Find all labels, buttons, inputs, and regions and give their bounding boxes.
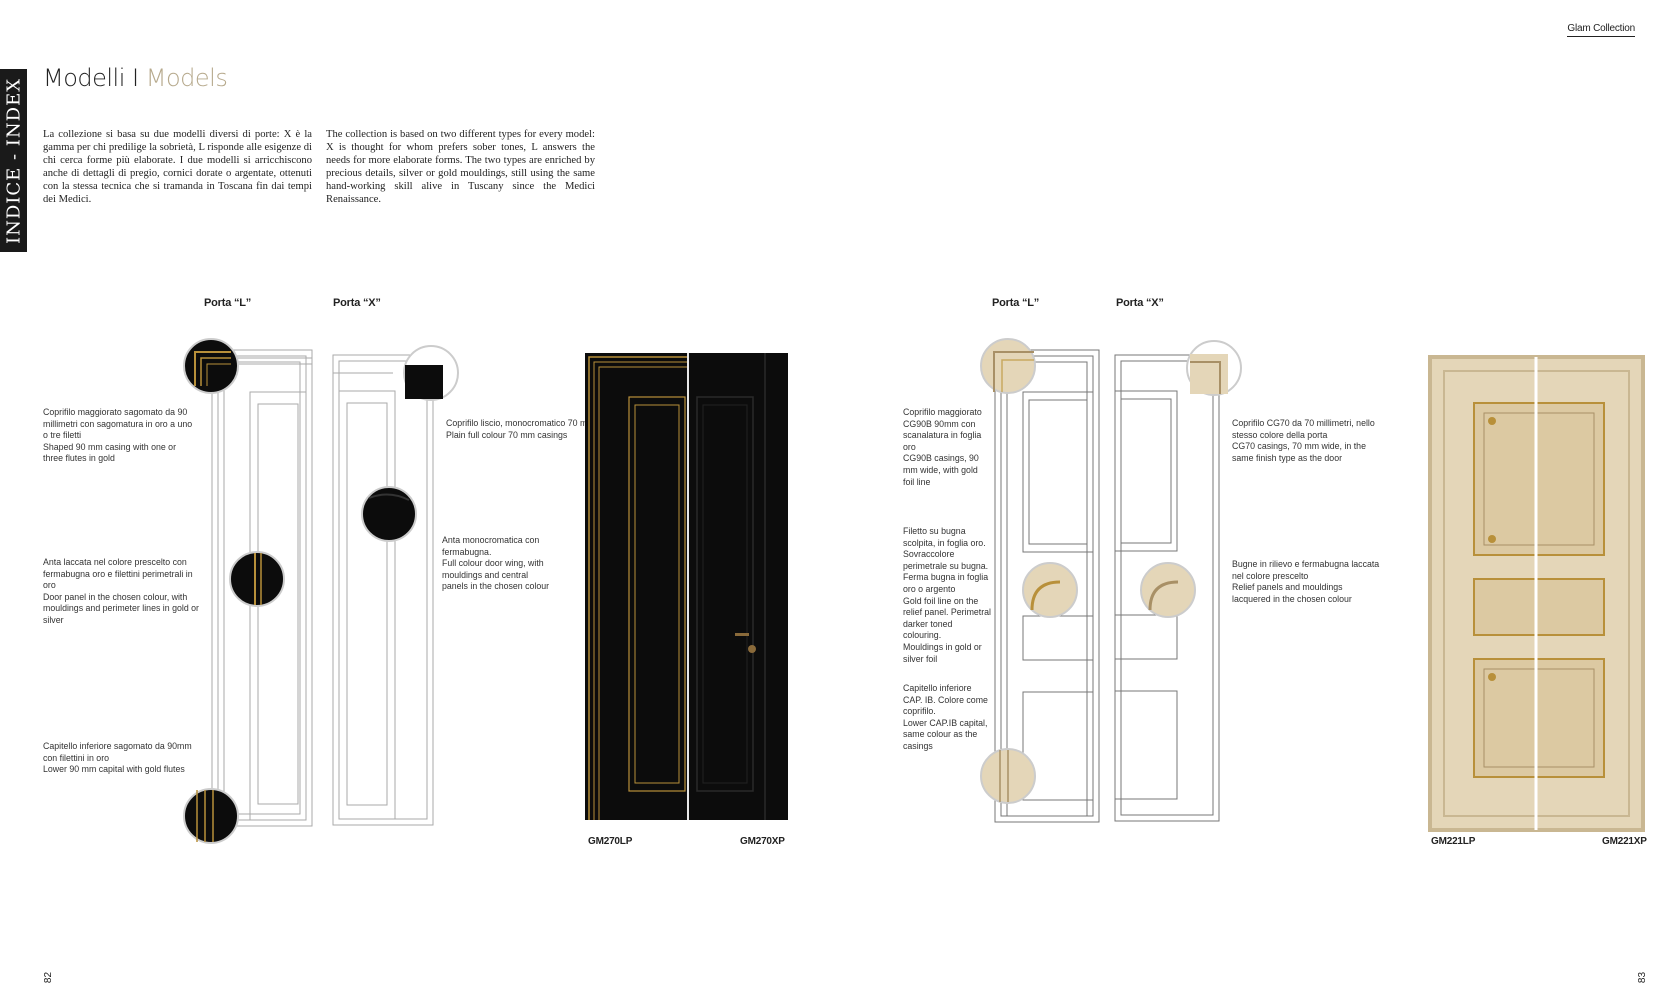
page-title: Modelli I Models [43,64,228,92]
title-en: Models [145,64,228,92]
black-door-photo [585,353,788,820]
note-left-casing-l: Coprifilo maggiorato sagomato da 90 mill… [43,407,193,464]
right-capital-l-detail [980,748,1036,804]
note-right-panel-x: Bugne in rilievo e fermabugna laccata ne… [1232,559,1380,604]
right-panel-x-detail [1140,562,1196,618]
code-gm270xp: GM270XP [740,836,785,847]
right-porta-l-heading: Porta “L” [992,297,1040,309]
index-side-tab[interactable]: INDICE - INDEX [0,69,27,252]
left-capital-l-detail [183,788,239,844]
right-panel-l-detail [1022,562,1078,618]
note-left-casing-x: Coprifilo liscio, monocromatico 70 mm. P… [446,418,597,440]
page-number-left: 82 [43,971,55,984]
page-number-right: 83 [1637,971,1649,984]
right-door-l-drawing [994,349,1100,823]
right-casing-l-detail [980,338,1036,394]
left-casing-l-detail [183,338,239,394]
note-right-capital-l: Capitello inferiore CAP. IB. Colore come… [903,683,988,751]
right-door-x-drawing [1114,354,1220,822]
code-gm270lp: GM270LP [588,836,633,847]
note-left-capital-l: Capitello inferiore sagomato da 90mm con… [43,741,192,775]
note-right-casing-l: Coprifilo maggiorato CG90B 90mm con scan… [903,407,982,487]
left-door-x-drawing [332,354,434,826]
code-gm221xp: GM221XP [1602,836,1647,847]
left-porta-x-heading: Porta “X” [333,297,381,309]
right-porta-x-heading: Porta “X” [1116,297,1164,309]
note-right-casing-x: Coprifilo CG70 da 70 millimetri, nello s… [1232,418,1375,463]
left-panel-l-detail [229,551,285,607]
collection-label: Glam Collection [1567,23,1635,37]
note-left-panel-x: Anta monocromatica con fermabugna. Full … [442,535,550,592]
right-casing-x-detail [1186,340,1242,396]
note-left-panel-l: Anta laccata nel colore prescelto con fe… [43,557,199,625]
note-right-panel-l: Filetto su bugna scolpita, in foglia oro… [903,526,992,664]
left-casing-x-detail [403,345,459,401]
beige-door-photo [1428,355,1645,832]
code-gm221lp: GM221LP [1431,836,1476,847]
title-it: Modelli [43,64,125,92]
left-porta-l-heading: Porta “L” [204,297,252,309]
intro-italian: La collezione si basa su due modelli div… [43,129,312,205]
title-separator: I [132,64,139,92]
intro-english: The collection is based on two different… [326,129,595,205]
left-panel-x-detail [361,486,417,542]
index-side-tab-label: INDICE - INDEX [3,77,24,244]
